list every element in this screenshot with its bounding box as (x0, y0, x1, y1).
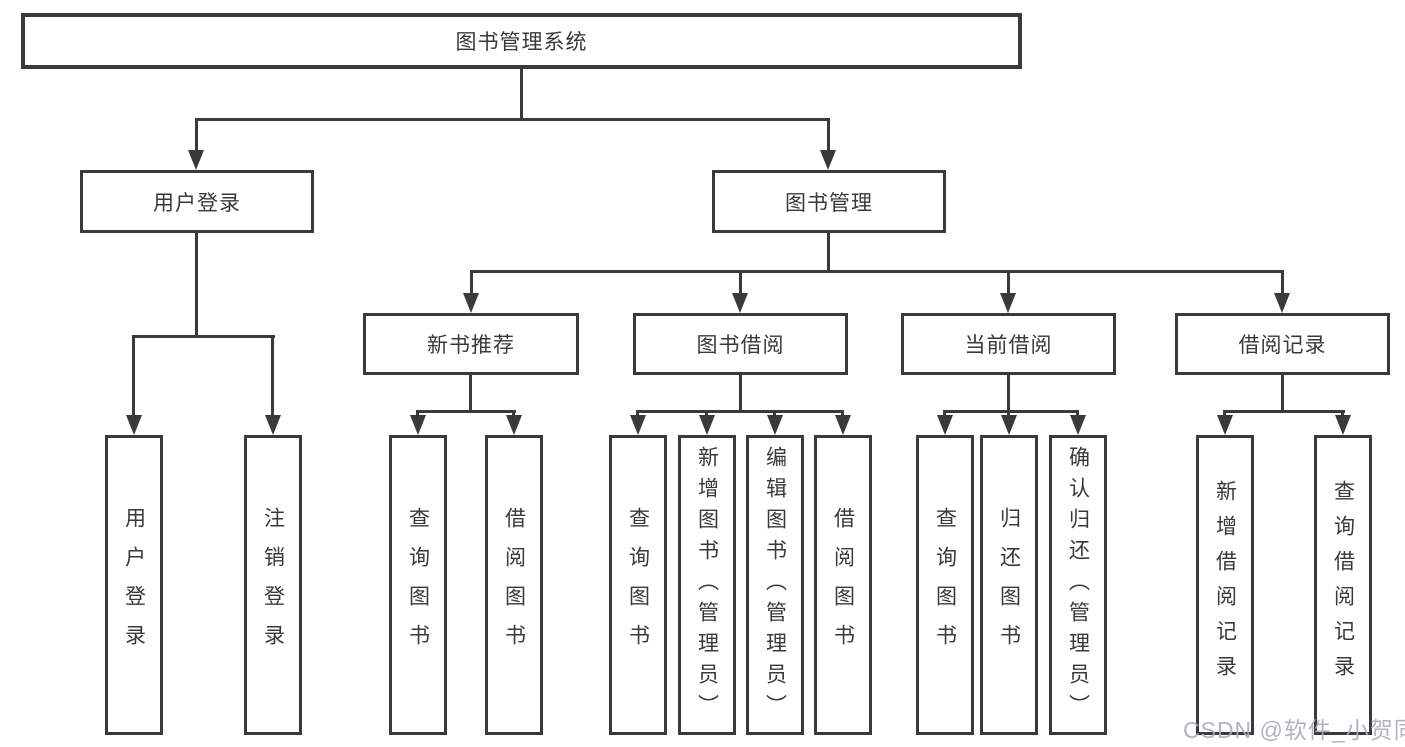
node-label: 新增借阅记录 (1213, 480, 1237, 690)
node-user-login: 用户登录 (80, 170, 314, 233)
arrow-down-icon (126, 415, 142, 435)
connector-line (739, 270, 742, 298)
leaf-current-query-books: 查询图书 (916, 435, 974, 735)
arrow-down-icon (1000, 293, 1016, 313)
node-label: 查询图书 (626, 507, 650, 663)
connector-line (132, 335, 135, 420)
node-label: 图书借阅 (696, 334, 785, 357)
arrow-down-icon (1070, 415, 1086, 435)
node-borrowing-records: 借阅记录 (1175, 313, 1390, 375)
leaf-borrowing-edit-books-admin: 编辑图书（管理员） (746, 435, 804, 735)
connector-line (133, 335, 275, 338)
leaf-recommend-borrow-books: 借阅图书 (485, 435, 543, 735)
arrow-down-icon (630, 415, 646, 435)
connector-line (470, 270, 473, 298)
arrow-down-icon (506, 415, 522, 435)
connector-line (416, 410, 516, 413)
leaf-borrowing-query-books: 查询图书 (609, 435, 667, 735)
leaf-user-login: 用户登录 (105, 435, 163, 735)
connector-line (195, 118, 198, 154)
connector-line (827, 118, 830, 154)
connector-line (636, 410, 844, 413)
leaf-borrowing-borrow-books: 借阅图书 (814, 435, 872, 735)
arrow-down-icon (188, 150, 204, 170)
arrow-down-icon (410, 415, 426, 435)
connector-line (1223, 410, 1345, 413)
arrow-down-icon (1001, 415, 1017, 435)
node-label: 归还图书 (997, 507, 1021, 663)
node-label: 图书管理 (785, 191, 873, 215)
arrow-down-icon (1217, 415, 1233, 435)
node-label: 借阅图书 (502, 507, 526, 663)
node-current-borrowing: 当前借阅 (901, 313, 1116, 375)
arrow-down-icon (1335, 415, 1351, 435)
watermark: CSDN @软件_小贺同学 (1183, 717, 1405, 743)
node-label: 借阅图书 (831, 507, 855, 663)
node-book-borrowing: 图书借阅 (633, 313, 848, 375)
node-label: 借阅记录 (1238, 334, 1327, 357)
arrow-down-icon (937, 415, 953, 435)
leaf-records-add-record: 新增借阅记录 (1196, 435, 1254, 735)
arrow-down-icon (265, 415, 281, 435)
node-label: 图书管理系统 (455, 31, 588, 54)
connector-line (271, 335, 274, 420)
arrow-down-icon (732, 293, 748, 313)
connector-line (1281, 270, 1284, 298)
node-new-book-recommend: 新书推荐 (363, 313, 579, 375)
node-label: 查询图书 (933, 507, 957, 663)
arrow-down-icon (767, 415, 783, 435)
connector-line (1007, 270, 1010, 298)
connector-line (1281, 374, 1284, 410)
leaf-current-confirm-return-admin: 确认归还（管理员） (1049, 435, 1107, 735)
connector-line (739, 374, 742, 410)
leaf-records-query-record: 查询借阅记录 (1314, 435, 1372, 735)
node-label: 注销登录 (261, 507, 285, 663)
arrow-down-icon (1274, 293, 1290, 313)
arrow-down-icon (463, 293, 479, 313)
arrow-down-icon (835, 415, 851, 435)
leaf-borrowing-add-books-admin: 新增图书（管理员） (678, 435, 736, 735)
node-label: 新增图书（管理员） (695, 445, 719, 725)
node-book-management: 图书管理 (712, 170, 946, 233)
connector-line (827, 233, 830, 270)
connector-line (470, 270, 1284, 273)
connector-line (195, 118, 830, 121)
leaf-logout: 注销登录 (244, 435, 302, 735)
connector-line (469, 374, 472, 410)
connector-line (520, 68, 523, 118)
node-library-management-system: 图书管理系统 (21, 13, 1022, 69)
node-label: 新书推荐 (427, 334, 515, 357)
connector-line (1007, 374, 1010, 410)
node-label: 查询图书 (406, 507, 430, 663)
arrow-down-icon (699, 415, 715, 435)
connector-line (943, 410, 1079, 413)
node-label: 查询借阅记录 (1331, 480, 1355, 690)
node-label: 确认归还（管理员） (1066, 445, 1090, 725)
leaf-current-return-books: 归还图书 (980, 435, 1038, 735)
arrow-down-icon (820, 150, 836, 170)
node-label: 当前借阅 (964, 334, 1053, 357)
leaf-recommend-query-books: 查询图书 (389, 435, 447, 735)
connector-line (195, 233, 198, 335)
node-label: 编辑图书（管理员） (763, 445, 787, 725)
node-label: 用户登录 (122, 507, 146, 663)
node-label: 用户登录 (153, 191, 241, 215)
